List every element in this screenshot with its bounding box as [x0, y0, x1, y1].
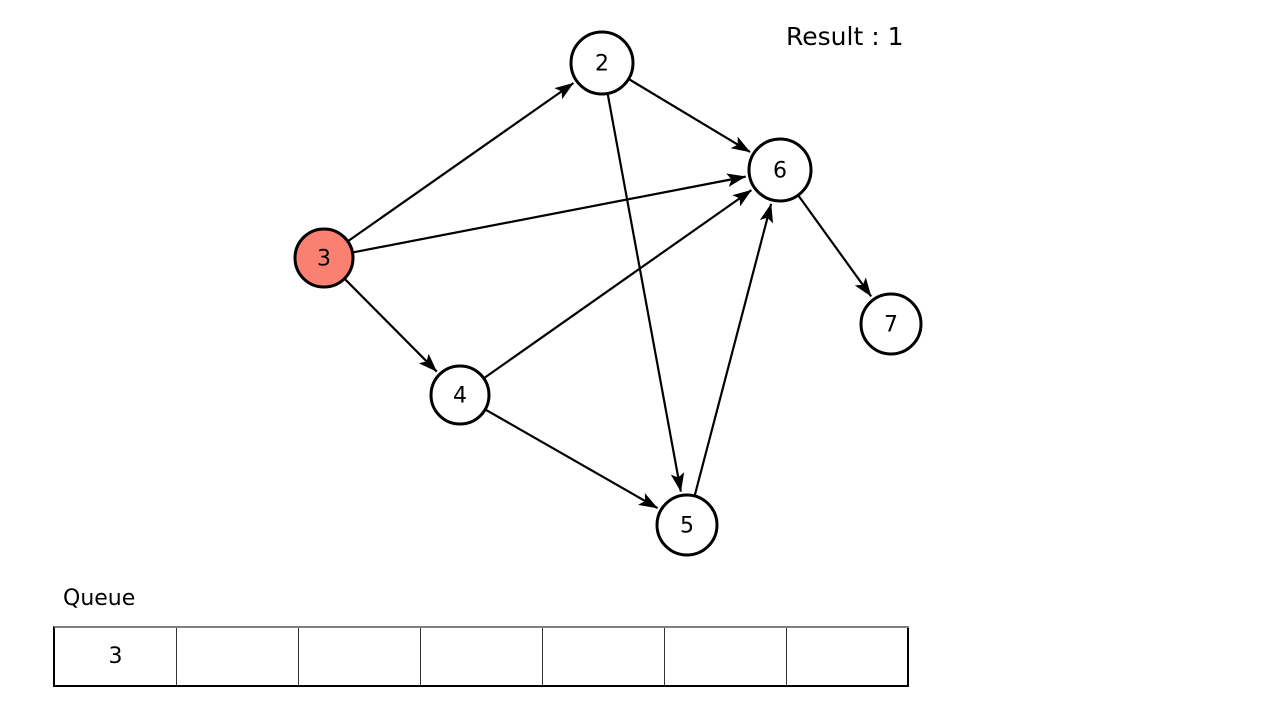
graph-node-label-3: 3 [317, 247, 331, 272]
graph-node-4[interactable]: 4 [429, 364, 491, 426]
graph-node-circle-7 [859, 292, 923, 356]
queue-cell-6[interactable] [787, 628, 909, 685]
graph-edge-3-to-6 [353, 173, 747, 254]
graph-node-label-2: 2 [595, 52, 609, 77]
graph-node-2[interactable]: 2 [569, 30, 635, 96]
graph-edge-5-to-6 [693, 203, 774, 496]
graph-edge-6-to-7 [797, 195, 873, 298]
graph-node-5[interactable]: 5 [655, 493, 719, 557]
graph-node-label-7: 7 [884, 313, 898, 338]
queue-cell-2[interactable] [299, 628, 421, 685]
graph-edge-3-to-2 [347, 82, 574, 242]
graph-edge-4-to-5 [485, 408, 659, 510]
graph-node-label-4: 4 [453, 384, 467, 409]
graph-edge-3-to-4 [344, 278, 438, 373]
graph-nodes: 2 3 4 5 6 7 [293, 30, 923, 557]
graph-edge-4-to-6 [483, 189, 753, 379]
queue-title: Queue [63, 586, 136, 611]
queue-cell-5[interactable] [665, 628, 787, 685]
graph-node-circle-2 [569, 30, 635, 96]
graph-node-label-5: 5 [680, 514, 694, 539]
queue-cell-4[interactable] [543, 628, 665, 685]
graph-node-circle-6 [747, 137, 813, 203]
graph-node-circle-3 [293, 227, 355, 289]
graph-edges [344, 78, 873, 510]
graph-node-7[interactable]: 7 [859, 292, 923, 356]
queue-cell-1[interactable] [177, 628, 299, 685]
graph-node-circle-4 [429, 364, 491, 426]
graph-node-6[interactable]: 6 [747, 137, 813, 203]
graph-node-3[interactable]: 3 [293, 227, 355, 289]
result-readout: Result : 1 [786, 22, 904, 51]
queue-cell-0[interactable]: 3 [55, 628, 177, 685]
graph-edge-2-to-6 [628, 78, 751, 153]
queue-track: 3 [53, 626, 909, 687]
queue-cell-3[interactable] [421, 628, 543, 685]
graph-node-circle-5 [655, 493, 719, 557]
graph-node-label-6: 6 [773, 159, 787, 184]
graph-edge-2-to-5 [606, 94, 685, 492]
